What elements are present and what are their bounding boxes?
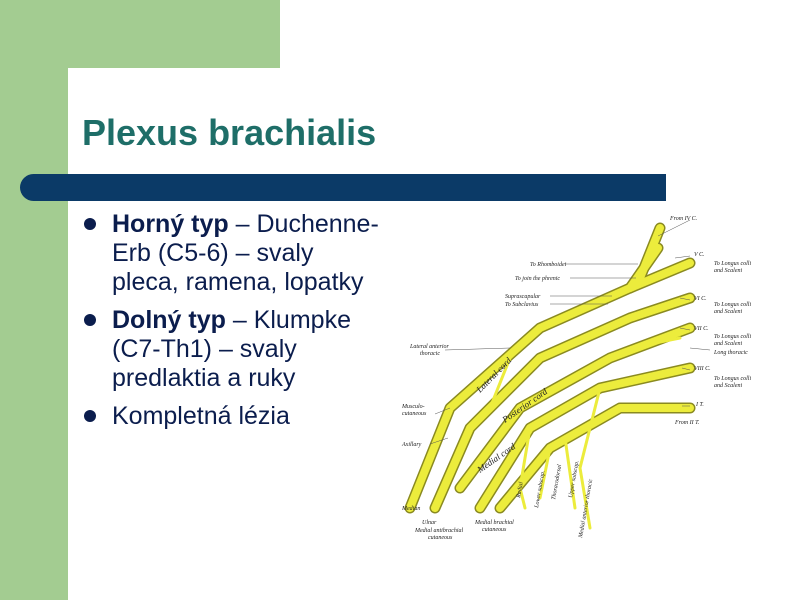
background-left-band — [0, 68, 68, 600]
label-longus-1: To Longus colli — [714, 261, 751, 267]
background-corner — [68, 68, 108, 108]
title-divider-bar — [20, 174, 666, 201]
label-subclavius: To Subclavius — [505, 302, 539, 308]
bullet-dot-icon — [84, 410, 96, 422]
label-longus-4: To Longus colli — [714, 376, 751, 382]
label-radial: Radial — [516, 481, 525, 499]
label-musculo-2: cutaneous — [402, 411, 427, 417]
label-longus-3: To Longus colli — [714, 334, 751, 340]
background-top-band — [0, 0, 280, 68]
slide-title: Plexus brachialis — [82, 112, 377, 153]
bullet-item-complete-lesion: Kompletná lézia — [84, 402, 384, 431]
label-from-iv: From IV C. — [669, 216, 697, 222]
label-med-brachial-1: Medial brachial — [474, 520, 514, 526]
label-axillary: Axillary — [401, 442, 422, 448]
bullet-text: – Duchenne-Erb (C5-6) – svaly pleca, ram… — [112, 210, 379, 296]
label-lat-ant-thoracic-1: Lateral anterior — [409, 344, 450, 350]
label-ulnar: Ulnar — [422, 520, 437, 526]
label-longus-2: To Longus colli — [714, 302, 751, 308]
nerve-trunks — [404, 222, 696, 530]
label-med-brachial-2: cutaneous — [482, 527, 507, 533]
label-lat-ant-thoracic-2: thoracic — [420, 351, 440, 357]
label-musculo-1: Musculo- — [401, 404, 425, 410]
label-i-t: I T. — [695, 402, 704, 408]
label-vii: VII C. — [694, 326, 709, 332]
label-rhomboidei: To Rhomboidei — [530, 262, 567, 268]
label-med-ant-thoracic: Medial anterior thoracic — [578, 478, 595, 539]
bullet-list: Horný typ – Duchenne-Erb (C5-6) – svaly … — [84, 210, 384, 440]
bullet-bold-text: Dolný typ — [112, 306, 226, 334]
label-from-ii-t: From II T. — [674, 420, 700, 426]
label-v: V C. — [694, 252, 705, 258]
label-phrenic: To join the phrenic — [515, 276, 560, 282]
label-vi: VI C. — [694, 296, 707, 302]
bullet-item-upper-type: Horný typ – Duchenne-Erb (C5-6) – svaly … — [84, 210, 384, 297]
bullet-dot-icon — [84, 314, 96, 326]
bullet-item-lower-type: Dolný typ – Klumpke (C7-Th1) – svaly pre… — [84, 306, 384, 393]
label-thoracodorsal: Thoracodorsal — [551, 464, 563, 500]
label-scaleni-1: and Scaleni — [714, 268, 742, 274]
bullet-text: – Klumpke (C7-Th1) – svaly predlaktia a … — [112, 306, 351, 392]
label-viii: VIII C. — [694, 366, 711, 372]
label-scaleni-3: and Scaleni — [714, 341, 742, 347]
label-med-antebrachial-1: Medial antibrachial — [414, 528, 463, 534]
label-suprascapular: Suprascapular — [505, 294, 541, 300]
label-lower-subscap: Lower subscap. — [534, 470, 547, 509]
label-scaleni-4: and Scaleni — [714, 383, 742, 389]
label-median: Median — [401, 506, 420, 512]
bullet-bold-text: Horný typ — [112, 210, 229, 238]
label-long-thoracic: Long thoracic — [713, 350, 748, 356]
label-scaleni-2: and Scaleni — [714, 309, 742, 315]
bullet-text: Kompletná lézia — [112, 402, 290, 430]
bullet-dot-icon — [84, 218, 96, 230]
leader-lines — [429, 219, 711, 445]
label-med-antebrachial-2: cutaneous — [428, 535, 453, 541]
brachial-plexus-illustration: Lateral cord Posterior cord Medial cord … — [401, 216, 751, 541]
